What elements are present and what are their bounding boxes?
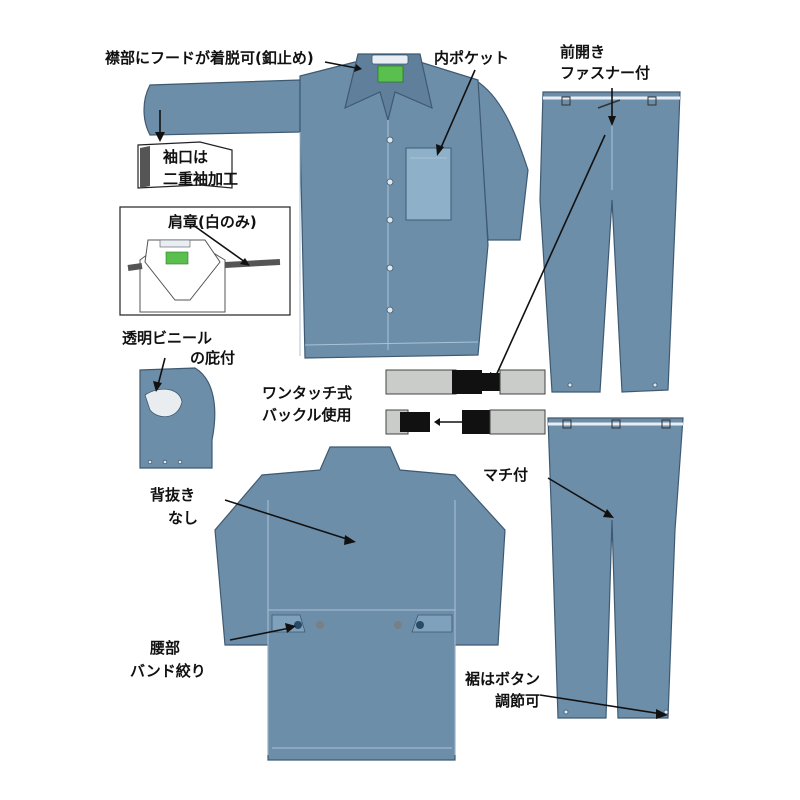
- label-hem-1: 裾はボタン: [465, 670, 540, 688]
- label-cuff-1: 袖口は: [163, 148, 208, 166]
- buckle-detail: [385, 369, 546, 435]
- labels: 襟部にフードが着脱可(釦止め) 内ポケット 前開き ファスナー付 袖口は 二重袖…: [105, 43, 650, 710]
- label-waist-1: 腰部: [149, 639, 180, 657]
- label-epaulette: 肩章(白のみ): [168, 213, 257, 231]
- jacket-back: [214, 446, 506, 761]
- label-buckle-2: バックル使用: [262, 406, 352, 424]
- label-buckle-1: ワンタッチ式: [262, 384, 352, 402]
- epaulette-inset: [119, 206, 291, 316]
- trousers-back: [547, 417, 684, 719]
- label-back-1: 背抜き: [150, 486, 195, 504]
- label-front-zip-2: ファスナー付: [560, 64, 650, 82]
- label-visor-2: の庇付: [190, 349, 235, 367]
- label-front-zip-1: 前開き: [560, 43, 605, 61]
- inner-pocket: [405, 147, 452, 221]
- label-collar-hood: 襟部にフードが着脱可(釦止め): [105, 49, 314, 67]
- label-hem-2: 調節可: [495, 692, 540, 710]
- label-visor-1: 透明ビニール: [122, 329, 212, 347]
- collar-tag: [377, 65, 404, 83]
- jacket-front: [137, 53, 529, 359]
- hood-visor: [139, 367, 216, 469]
- label-waist-2: バンド絞り: [130, 662, 206, 680]
- label-back-2: なし: [168, 509, 198, 527]
- leader-lines: [153, 61, 668, 719]
- label-inner-pocket: 内ポケット: [434, 49, 509, 67]
- trousers-front: [539, 91, 681, 393]
- label-gusset: マチ付: [483, 466, 528, 484]
- label-cuff-2: 二重袖加工: [163, 170, 238, 188]
